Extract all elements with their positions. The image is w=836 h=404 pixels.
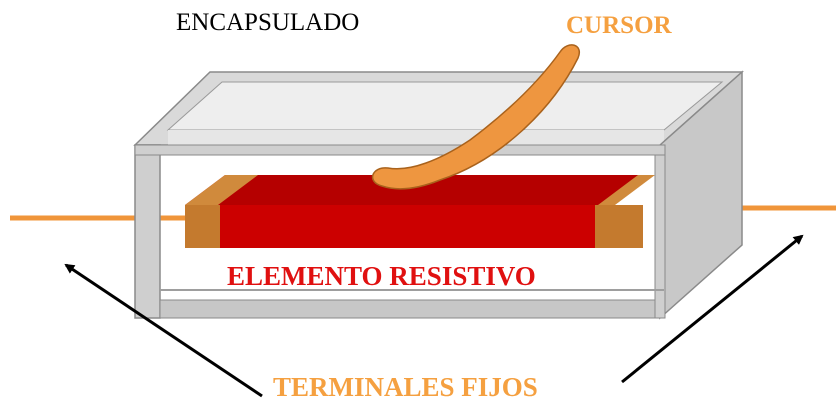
case-top-opening — [166, 81, 724, 131]
resistive-element-end-left — [185, 205, 220, 248]
label-encapsulado: ENCAPSULADO — [176, 9, 360, 36]
resistive-element-front — [185, 205, 610, 248]
label-elemento-resistivo: ELEMENTO RESISTIVO — [227, 261, 536, 291]
case-bottom-rail — [159, 299, 656, 319]
resistive-element-end-right-top — [598, 175, 655, 205]
resistive-element-top — [185, 175, 650, 205]
label-terminales-fijos: TERMINALES FIJOS — [273, 372, 538, 402]
case-front-top-rail — [134, 144, 666, 156]
arrow-right-terminal — [621, 234, 804, 384]
label-cursor: CURSOR — [566, 12, 672, 39]
case-front-right-post — [654, 144, 666, 319]
arrow-left-terminal — [64, 263, 263, 398]
resistive-element-end-left-top — [185, 175, 258, 205]
case-front-left-post — [134, 144, 161, 319]
cursor-wiper — [371, 44, 581, 190]
resistive-element-end-right — [595, 205, 643, 248]
